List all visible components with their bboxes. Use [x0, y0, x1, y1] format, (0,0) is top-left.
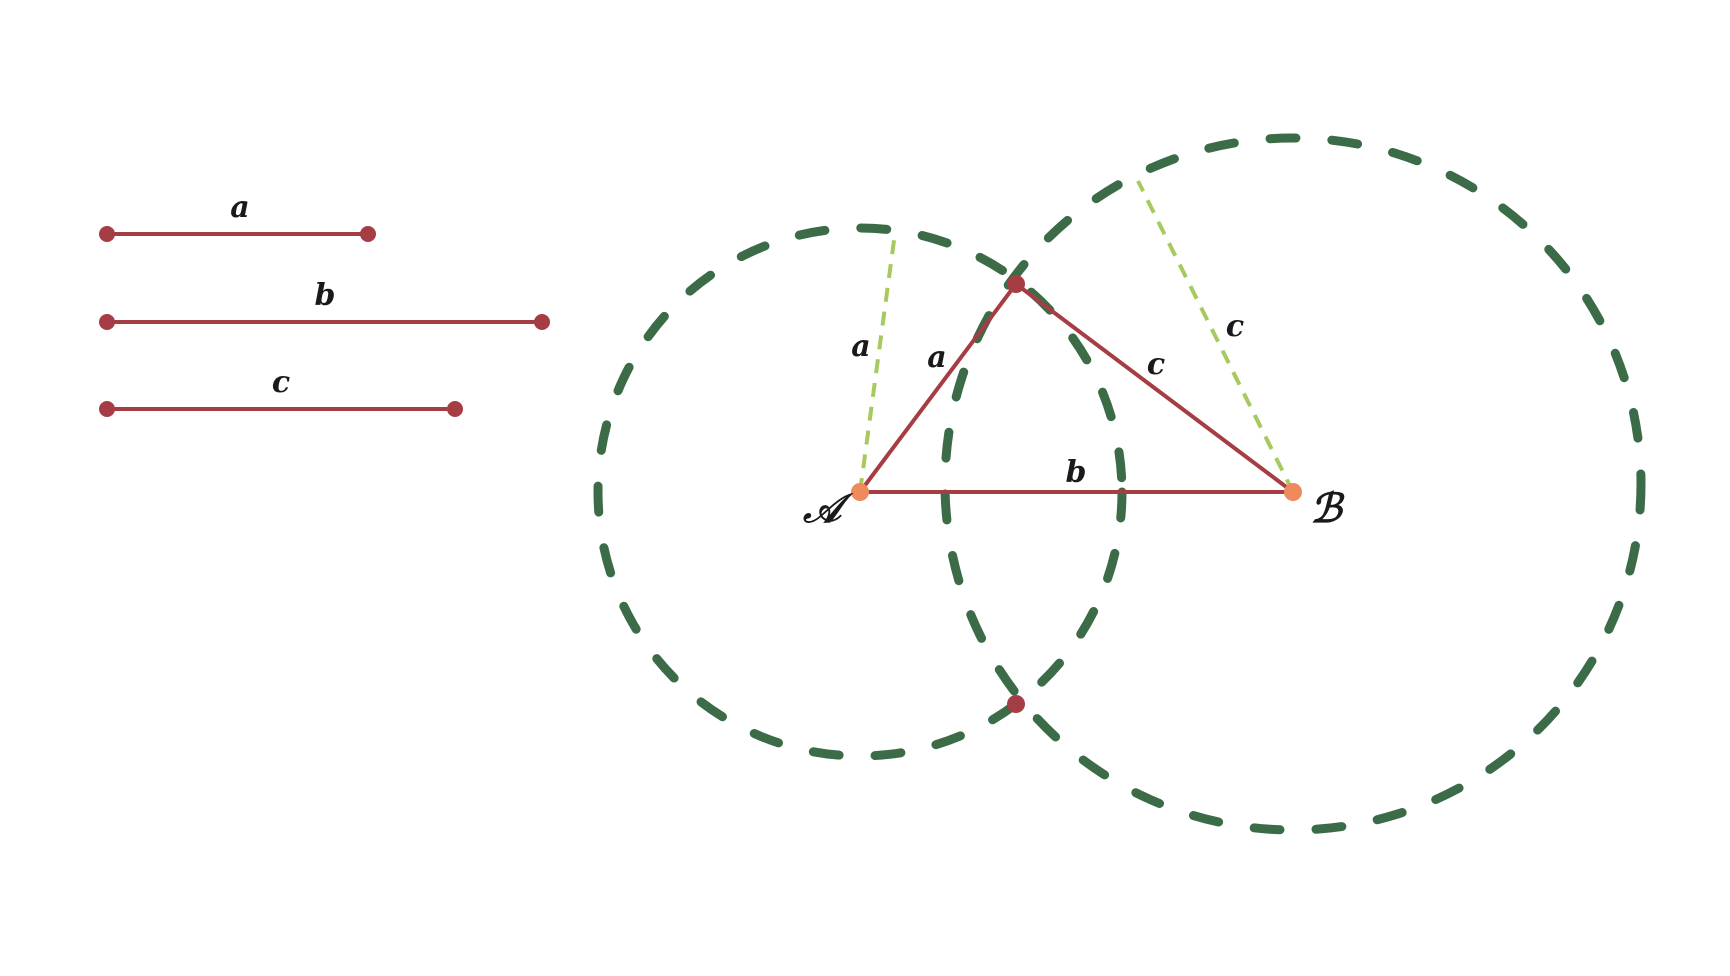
construction-circles: [593, 133, 1646, 835]
triangle-side-c-label: c: [1147, 347, 1165, 382]
point-b: [1284, 483, 1302, 501]
intersection-point-lower: [1007, 695, 1025, 713]
segment-c-start-point: [99, 401, 115, 417]
segment-b: b: [99, 278, 550, 330]
radius-guide-c: [1136, 180, 1295, 493]
segment-c: c: [99, 365, 463, 417]
triangle-side-c: [1014, 282, 1295, 494]
circle-centered-b: [940, 133, 1646, 835]
segment-b-label: b: [315, 278, 336, 313]
point-a-label: 𝒜: [802, 485, 854, 532]
intersection-point-upper: [1007, 275, 1025, 293]
triangle: a c b: [858, 282, 1295, 494]
segment-a-end-point: [360, 226, 376, 242]
radius-guides: a c: [851, 180, 1295, 493]
triangle-side-a: [858, 282, 1018, 494]
point-a: [851, 483, 869, 501]
triangle-side-a-label: a: [927, 340, 946, 375]
segment-b-start-point: [99, 314, 115, 330]
segment-c-end-point: [447, 401, 463, 417]
point-b-label: ℬ: [1310, 485, 1345, 532]
radius-guide-a: [858, 232, 897, 493]
radius-guide-c-label: c: [1226, 309, 1244, 344]
triangle-side-b-label: b: [1066, 455, 1087, 490]
segment-a-label: a: [230, 190, 249, 225]
segment-a: a: [99, 190, 376, 242]
radius-guide-a-label: a: [851, 329, 870, 364]
segment-b-end-point: [534, 314, 550, 330]
given-segments: a b c: [99, 190, 550, 417]
segment-a-start-point: [99, 226, 115, 242]
segment-c-label: c: [272, 365, 290, 400]
